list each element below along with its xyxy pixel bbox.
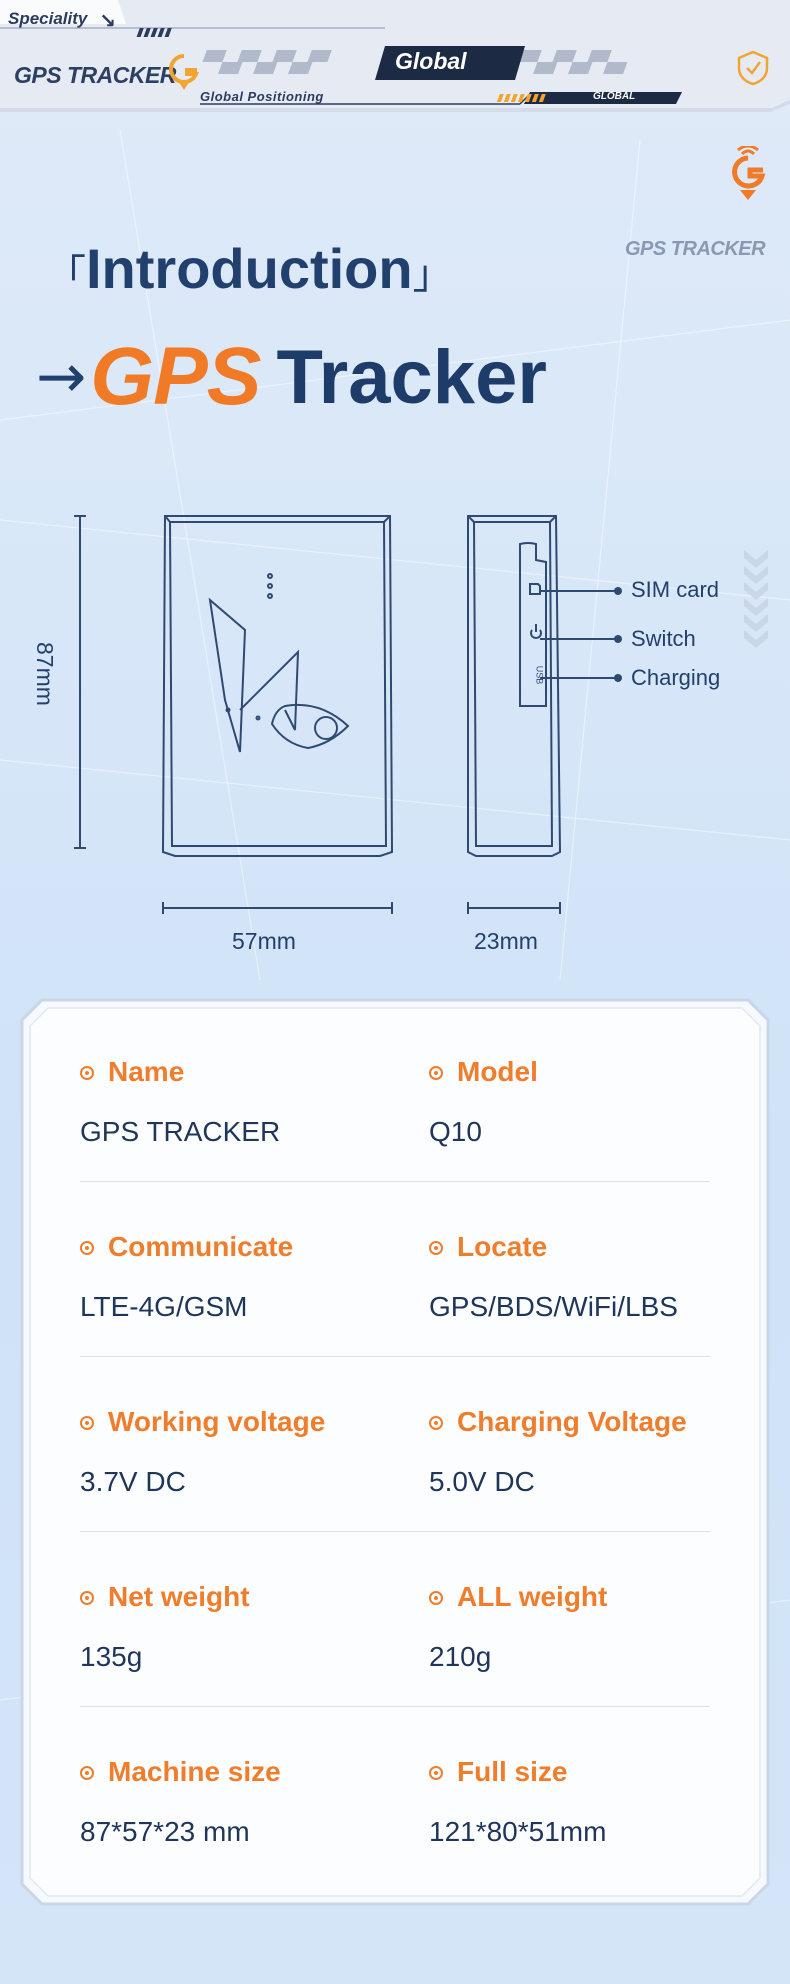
- device-drawing: [74, 515, 768, 914]
- height-label: 87mm: [32, 642, 58, 706]
- spec-value: 3.7V DC: [80, 1466, 186, 1497]
- headline-gps: GPS: [90, 331, 261, 422]
- spec-label: Communicate: [108, 1231, 294, 1262]
- header-logo-text: GPS TRACKER: [14, 62, 176, 88]
- bullet-icon: [80, 1241, 94, 1255]
- bullet-icon: [429, 1416, 443, 1430]
- header-bar: Speciality → GPS TRACKER Global Global P…: [0, 0, 790, 112]
- port-label-charging: Charging: [631, 665, 721, 690]
- spec-label: Model: [457, 1056, 538, 1087]
- depth-label: 23mm: [474, 928, 538, 954]
- spec-label: ALL weight: [457, 1581, 608, 1612]
- corner-logo-text: GPS TRACKER: [625, 238, 766, 260]
- arrow-right-icon: →: [36, 342, 87, 412]
- row-divider: [80, 1356, 710, 1357]
- headline-tracker: Tracker: [276, 334, 547, 420]
- global-banner: Global: [395, 48, 467, 74]
- spec-value: LTE-4G/GSM: [80, 1291, 248, 1322]
- bracket-close: 」: [412, 253, 453, 297]
- spec-row: Net weight 135g ALL weight 210g: [20, 1533, 770, 1708]
- spec-label: Name: [108, 1056, 185, 1087]
- g-location-icon: [169, 54, 200, 90]
- spec-label: Charging Voltage: [457, 1406, 687, 1437]
- row-divider: [80, 1531, 710, 1532]
- port-label-sim: SIM card: [631, 577, 720, 602]
- header-background: [0, 0, 790, 112]
- spec-label: Working voltage: [108, 1406, 326, 1437]
- card-frame: [20, 998, 770, 1906]
- bullet-icon: [429, 1591, 443, 1605]
- intro-title: 「Introduction」: [46, 236, 453, 301]
- spec-row: Working voltage 3.7V DC Charging Voltage 5.…: [20, 1358, 770, 1533]
- global-positioning-label: Global Positioning: [200, 89, 324, 104]
- usb-label: USB: [534, 665, 545, 685]
- bracket-open: 「: [46, 253, 86, 297]
- device-diagram: 87mm 57mm 23mm SIM card Switch Charging …: [0, 500, 790, 980]
- row-divider: [80, 1706, 710, 1707]
- shield-icon: [737, 50, 769, 86]
- bullet-icon: [429, 1766, 443, 1780]
- spec-value: 5.0V DC: [429, 1466, 535, 1497]
- spec-label: Locate: [457, 1231, 548, 1262]
- row-divider: [80, 1181, 710, 1182]
- speciality-tag: Speciality: [8, 9, 88, 28]
- bullet-icon: [80, 1766, 94, 1780]
- spec-value: GPS/BDS/WiFi/LBS: [429, 1291, 678, 1322]
- bullet-icon: [80, 1591, 94, 1605]
- width-label: 57mm: [232, 928, 296, 954]
- spec-label: Net weight: [108, 1581, 250, 1612]
- spec-value: 135g: [80, 1641, 143, 1672]
- spec-label: Machine size: [108, 1756, 281, 1787]
- spec-value: 87*57*23 mm: [80, 1816, 250, 1847]
- spec-value: Q10: [429, 1116, 482, 1147]
- spec-value: GPS TRACKER: [80, 1116, 281, 1147]
- global-tag: GLOBAL: [593, 91, 636, 102]
- bullet-icon: [429, 1241, 443, 1255]
- port-label-switch: Switch: [631, 626, 696, 651]
- spec-row: Machine size 87*57*23 mm Full size 121*80*5…: [20, 1708, 770, 1883]
- g-location-icon: [732, 146, 766, 200]
- bullet-icon: [80, 1066, 94, 1080]
- spec-label: Full size: [457, 1756, 568, 1787]
- spec-value: 210g: [429, 1641, 492, 1672]
- intro-title-text: Introduction: [86, 237, 413, 300]
- bullet-icon: [429, 1066, 443, 1080]
- spec-value: 121*80*51mm: [429, 1816, 607, 1847]
- bullet-icon: [80, 1416, 94, 1430]
